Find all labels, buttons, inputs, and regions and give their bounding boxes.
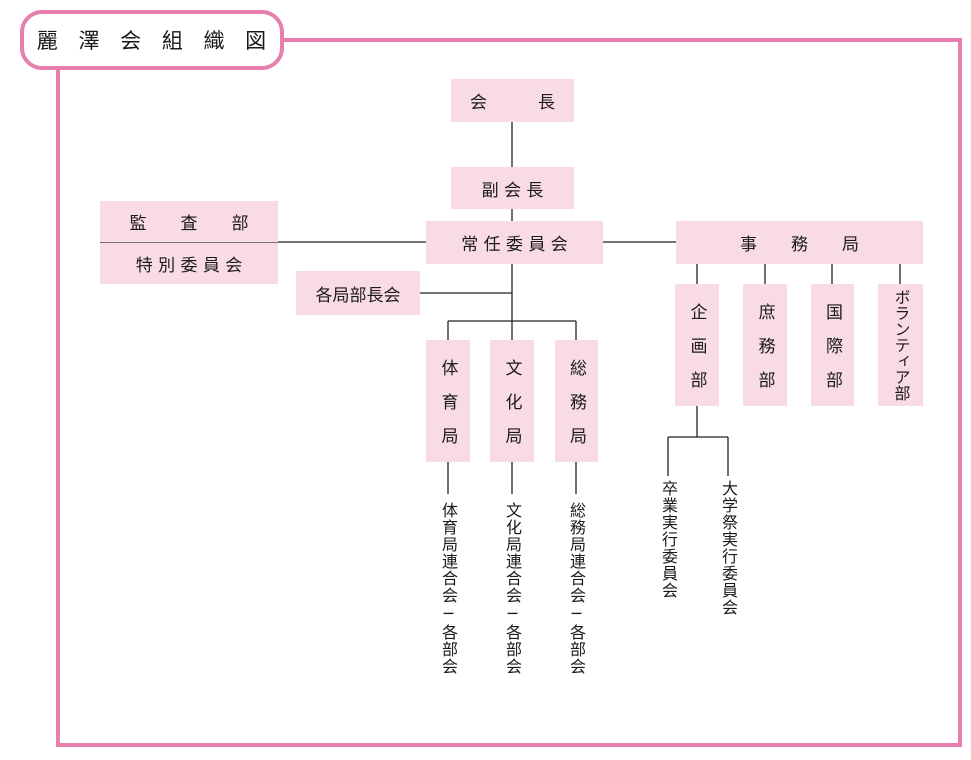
general-dept-box: 庶務部 (743, 284, 787, 406)
diagram-title: 麗 澤 会 組 織 図 (20, 10, 284, 70)
secretariat-box: 事 務 局 (676, 221, 923, 264)
graduation-committee-label: 卒業実行委員会 (659, 480, 678, 599)
general-affairs-bureau-box: 総務局 (555, 340, 598, 462)
vice-president-box: 副 会 長 (451, 167, 574, 209)
president-box: 会 長 (451, 79, 574, 122)
audit-box: 監 査 部 (100, 201, 278, 242)
culture-federation-label: 文化局連合会─各部会 (503, 502, 522, 675)
special-committee-box: 特 別 委 員 会 (100, 243, 278, 284)
standing-committee-box: 常 任 委 員 会 (426, 221, 603, 264)
sports-bureau-box: 体育局 (426, 340, 470, 462)
planning-dept-box: 企画部 (675, 284, 719, 406)
international-dept-box: 国際部 (811, 284, 854, 406)
volunteer-dept-box: ボランティア部 (878, 284, 923, 406)
sports-federation-label: 体育局連合会─各部会 (439, 502, 458, 675)
culture-bureau-box: 文化局 (490, 340, 534, 462)
festival-committee-label: 大学祭実行委員会 (719, 480, 738, 616)
bureau-chiefs-box: 各局部長会 (296, 271, 420, 315)
diagram-frame (56, 38, 962, 747)
general-federation-label: 総務局連合会─各部会 (567, 502, 586, 675)
